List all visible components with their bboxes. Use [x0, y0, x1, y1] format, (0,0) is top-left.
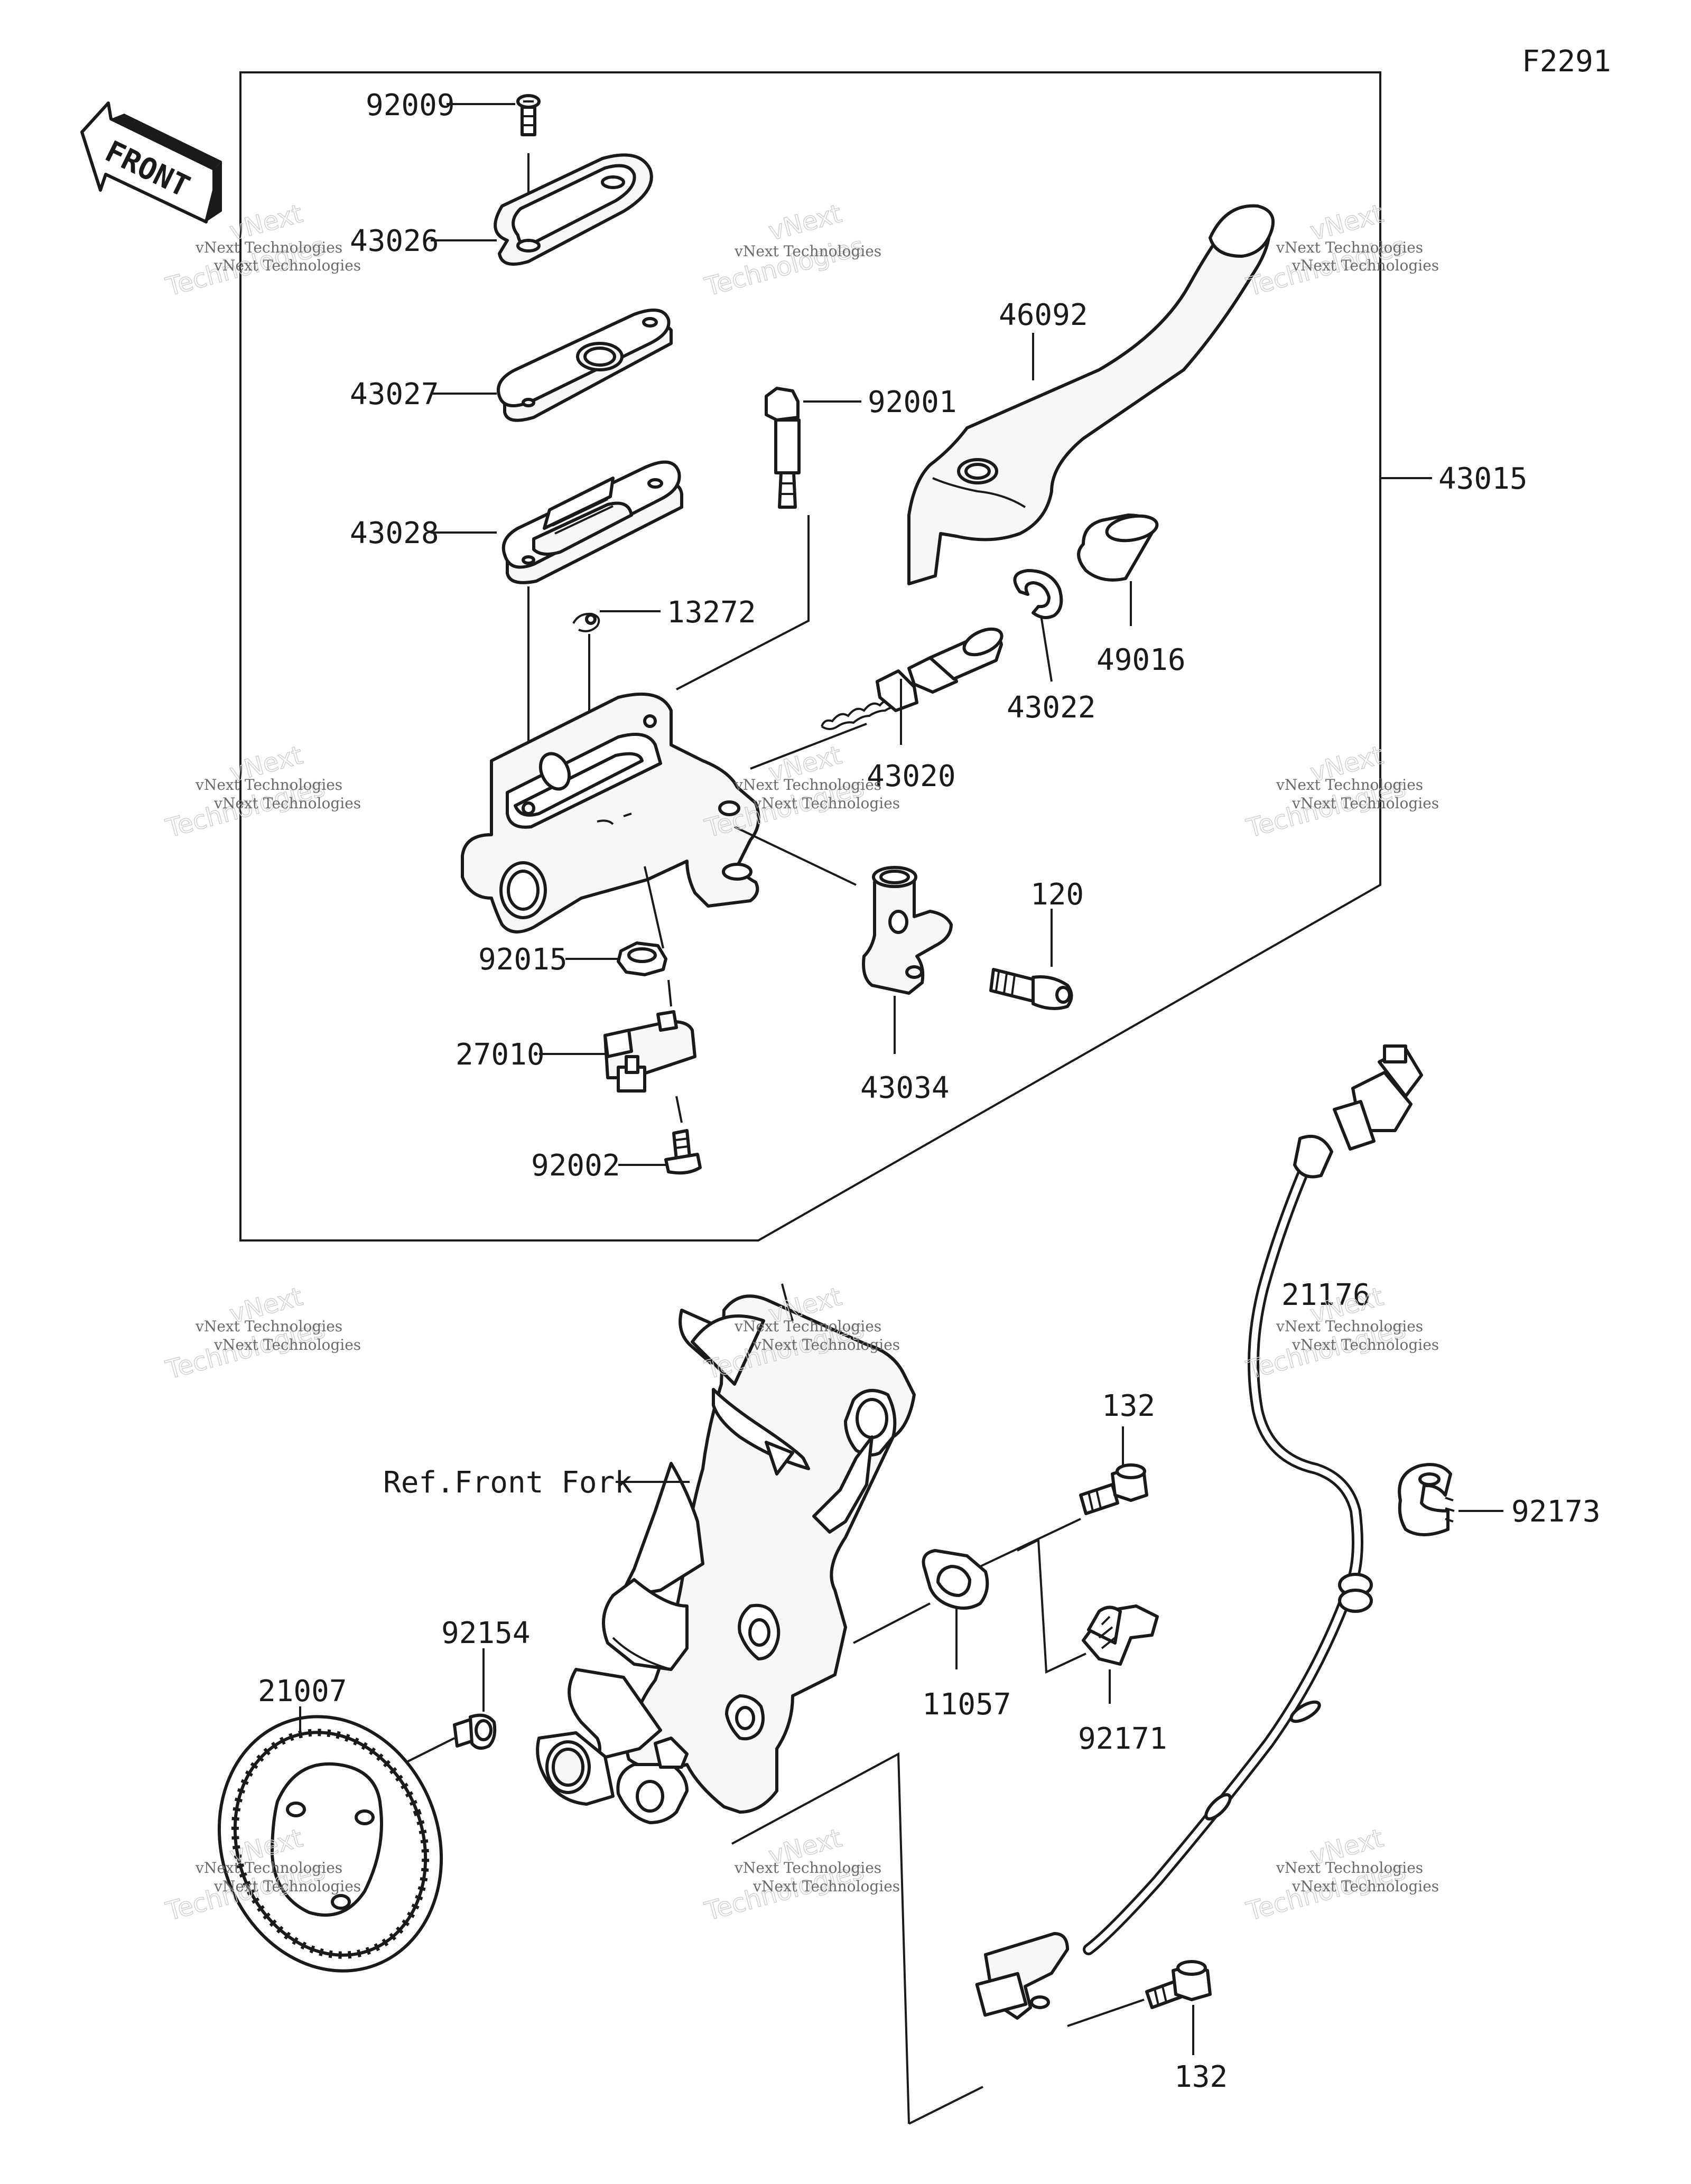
nut-92015 [617, 941, 667, 976]
label-49016: 49016 [1097, 643, 1186, 677]
screw-92009 [516, 94, 541, 136]
plate-43027 [497, 309, 673, 422]
watermark-text: vNext Technologies [1292, 257, 1439, 274]
watermark-text: vNext Technologies [734, 242, 881, 260]
watermark-text: vNext Technologies [1276, 776, 1423, 794]
brake-lever-46092 [907, 204, 1275, 585]
label-43022: 43022 [1007, 690, 1096, 725]
watermark-text: vNext Technologies [195, 1318, 342, 1335]
label-92001: 92001 [868, 385, 957, 419]
bolt-120 [989, 968, 1073, 1010]
label-92002: 92002 [531, 1149, 620, 1183]
watermark-text: vNext Technologies [734, 1859, 881, 1877]
label-11057: 11057 [922, 1687, 1011, 1722]
clip-13272 [572, 612, 600, 632]
watermark-text: vNext Technologies [213, 257, 361, 274]
label-43020: 43020 [867, 759, 956, 794]
clip-11057 [922, 1549, 989, 1610]
watermark: vNext Technologies vNext Technologies vN… [1243, 740, 1439, 844]
label-92009: 92009 [366, 88, 455, 123]
watermark-text: vNext Technologies [213, 1336, 361, 1354]
label-43027: 43027 [350, 377, 439, 412]
part-labels: 92009 43026 43027 43028 92001 46092 4301… [258, 88, 1601, 2094]
watermark-text: vNext Technologies [1276, 1859, 1423, 1877]
front-fork [536, 1283, 916, 1824]
watermark-text: vNext Technologies [1292, 1336, 1439, 1354]
label-43015: 43015 [1438, 462, 1528, 496]
master-cylinder-body [461, 692, 760, 934]
assembly-frame-43015 [239, 71, 1381, 1242]
watermark-text: vNext Technologies [752, 795, 900, 812]
label-13272: 13272 [667, 595, 756, 630]
label-43034: 43034 [860, 1071, 950, 1105]
watermark: vNext Technologies vNext Technologies vN… [1243, 1281, 1439, 1385]
sensor-harness-21176 [975, 1044, 1423, 2020]
label-43028: 43028 [350, 516, 439, 550]
label-92015: 92015 [478, 942, 568, 977]
watermark: vNext Technologies vNext Technologies vN… [1243, 1823, 1439, 1927]
circlip-43022 [1013, 569, 1063, 619]
watermark: vNext Technologies vNext Technologies vN… [1243, 198, 1439, 302]
label-27010: 27010 [456, 1038, 545, 1072]
bolt-92001 [765, 387, 801, 509]
watermark-text: vNext Technologies [213, 1878, 361, 1895]
figure-code: F2291 [1522, 44, 1611, 79]
watermark: vNext Technologies vNext Technologies vN… [162, 740, 361, 844]
watermark: vNext Technologies vNext Technologies vN… [701, 1823, 900, 1927]
watermark-text: vNext Technologies [1292, 795, 1439, 812]
switch-27010 [603, 1010, 696, 1093]
label-132-top: 132 [1102, 1389, 1155, 1423]
bolt-92154 [453, 1713, 497, 1750]
watermark-text: vNext Technologies [734, 1318, 881, 1335]
label-132-bottom: 132 [1174, 2060, 1228, 2094]
label-ref-front-fork: Ref.Front Fork [383, 1466, 633, 1500]
watermark-text: vNext Technologies [1276, 239, 1423, 256]
watermark-text: vNext Technologies [1292, 1878, 1439, 1895]
bolt-132-bottom [1145, 1960, 1212, 2009]
label-21007: 21007 [258, 1674, 347, 1709]
boot-49016 [1077, 514, 1159, 582]
reservoir-cap-43026 [494, 153, 653, 266]
watermark-text: vNext Technologies [213, 795, 361, 812]
screw-92002 [664, 1129, 702, 1175]
watermark-text: vNext Technologies [195, 776, 342, 794]
watermark-text: vNext Technologies [195, 1859, 342, 1877]
bolt-132-top [1079, 1463, 1148, 1515]
watermark-text: vNext Technologies [752, 1336, 900, 1354]
label-92154: 92154 [441, 1616, 531, 1650]
watermark: vNext Technologies vNext Technologies vN… [162, 1281, 361, 1385]
label-43026: 43026 [350, 224, 439, 258]
watermark-text: vNext Technologies [752, 1878, 900, 1895]
piston-assembly-43020 [821, 627, 1004, 730]
label-92173: 92173 [1511, 1495, 1601, 1529]
diaphragm-43028 [501, 460, 683, 584]
label-92171: 92171 [1078, 1722, 1167, 1756]
label-46092: 46092 [999, 298, 1088, 332]
watermark-text: vNext Technologies [1276, 1318, 1423, 1335]
label-21176: 21176 [1281, 1278, 1371, 1312]
clamp-43034 [862, 866, 953, 995]
watermark: vNext Technologies vNext Technologies [701, 198, 881, 302]
watermark-text: vNext Technologies [734, 776, 881, 794]
watermark-text: vNext Technologies [195, 239, 342, 256]
label-120: 120 [1030, 878, 1084, 912]
clamp-92171 [1082, 1604, 1159, 1666]
clip-92173 [1398, 1463, 1455, 1536]
sensor-ring-21007 [217, 1715, 443, 1973]
front-arrow-icon: FRONT [80, 101, 222, 223]
